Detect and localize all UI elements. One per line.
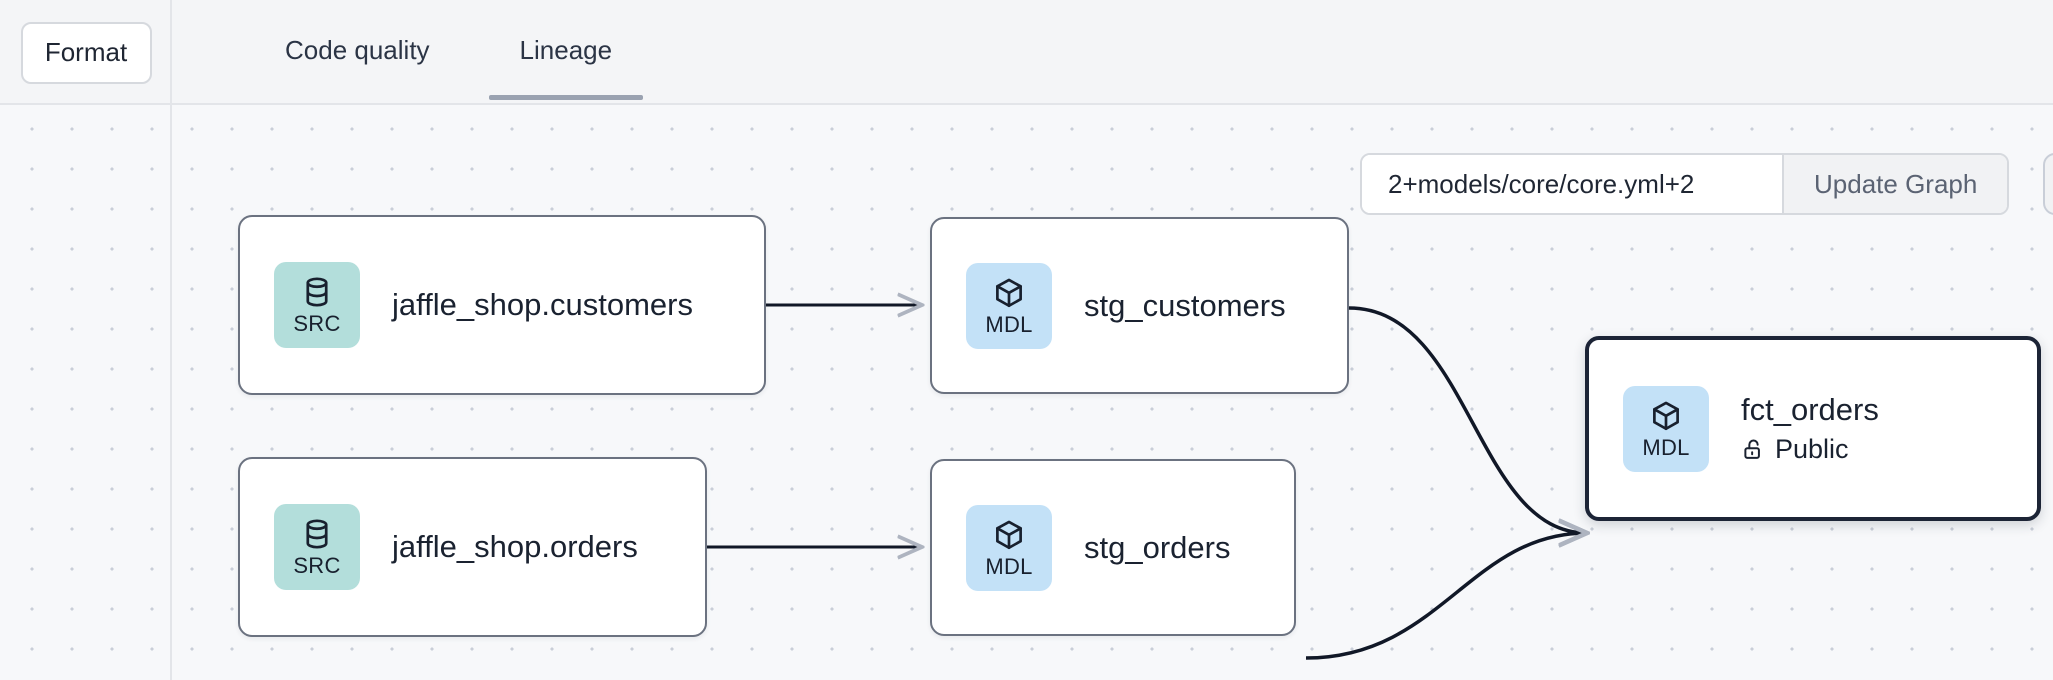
lineage-node-jaffle-shop-orders[interactable]: SRC jaffle_shop.orders: [238, 457, 707, 637]
node-body: stg_orders: [1084, 530, 1230, 566]
badge-label: SRC: [293, 311, 341, 336]
cube-icon: [996, 278, 1022, 307]
node-access-label: Public: [1775, 433, 1849, 464]
badge-label: MDL: [1642, 434, 1690, 460]
lineage-canvas[interactable]: SRC jaffle_shop.customers SRC jaffle_sho…: [0, 103, 2053, 680]
node-access-badge: Public: [1741, 434, 1879, 465]
cube-icon: [1653, 401, 1679, 430]
lineage-node-jaffle-shop-customers[interactable]: SRC jaffle_shop.customers: [238, 215, 766, 395]
node-title: jaffle_shop.customers: [392, 287, 693, 323]
edge-stg-orders-to-fct-orders: [1305, 533, 1587, 660]
toolbar: Format Code quality Lineage: [0, 0, 2053, 103]
tab-bar: Code quality Lineage: [172, 0, 657, 103]
tab-code-quality[interactable]: Code quality: [240, 0, 475, 100]
canvas-top-divider: [0, 103, 2053, 105]
unlock-icon: [1744, 439, 1760, 459]
lineage-node-fct-orders[interactable]: MDL fct_orders Public: [1585, 336, 2041, 521]
node-body: jaffle_shop.customers: [392, 287, 693, 323]
update-graph-button[interactable]: Update Graph: [1782, 155, 2008, 213]
lineage-node-stg-orders[interactable]: MDL stg_orders: [930, 459, 1296, 636]
toolbar-left-section: Format: [0, 0, 172, 103]
badge-mdl: MDL: [966, 262, 1052, 349]
graph-control-pill-partial[interactable]: [2043, 153, 2053, 215]
lineage-node-stg-customers[interactable]: MDL stg_customers: [930, 217, 1349, 394]
badge-label: SRC: [293, 553, 341, 578]
tab-lineage[interactable]: Lineage: [475, 0, 658, 100]
node-title: stg_orders: [1084, 529, 1231, 565]
node-body: fct_orders Public: [1741, 392, 1879, 465]
node-title: stg_customers: [1084, 287, 1286, 323]
format-button[interactable]: Format: [20, 21, 152, 84]
node-body: jaffle_shop.orders: [392, 529, 638, 565]
badge-label: MDL: [985, 553, 1033, 579]
database-icon: [306, 277, 328, 307]
graph-selector-group[interactable]: Update Graph: [1360, 153, 2010, 215]
badge-mdl: MDL: [966, 504, 1052, 591]
cube-icon: [996, 520, 1022, 549]
node-body: stg_customers: [1084, 288, 1286, 324]
node-title: fct_orders: [1741, 392, 1879, 428]
badge-src: SRC: [274, 262, 360, 348]
badge-mdl: MDL: [1623, 385, 1709, 472]
graph-selector-input[interactable]: [1362, 155, 1782, 213]
badge-src: SRC: [274, 504, 360, 590]
database-icon: [306, 519, 328, 549]
edge-stg-customers-to-fct-orders: [1348, 306, 1587, 533]
canvas-left-divider: [170, 103, 172, 680]
badge-label: MDL: [985, 311, 1033, 337]
node-title: jaffle_shop.orders: [392, 529, 638, 565]
